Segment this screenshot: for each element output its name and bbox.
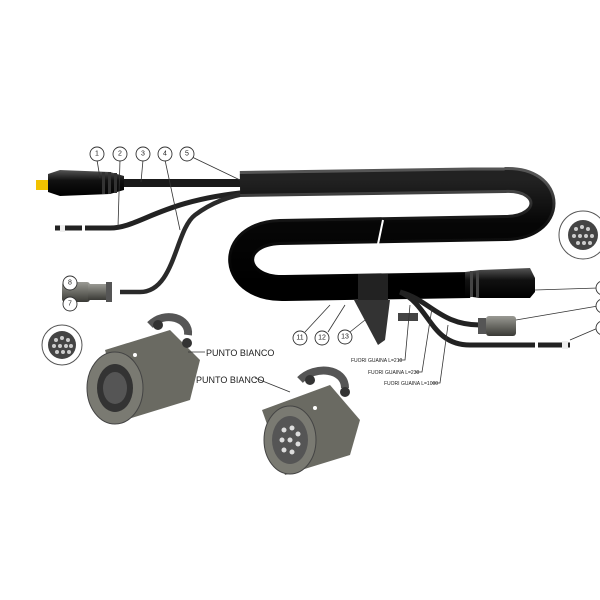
connector-3d-1 (86, 313, 200, 425)
mounting-bracket (354, 274, 418, 345)
label-white-dot-1: PUNTO BIANCO (206, 348, 274, 358)
label-sheath-1000: FUORI GUAINA L=1000 (384, 381, 438, 387)
svg-text:13: 13 (341, 334, 349, 341)
svg-text:11: 11 (296, 335, 303, 342)
svg-text:5: 5 (185, 151, 189, 158)
cable-4 (120, 190, 251, 295)
svg-text:1: 1 (95, 151, 99, 158)
callout-7: 7 (62, 296, 78, 312)
callout-right-1 (595, 281, 600, 295)
pin-face-view-right (558, 210, 600, 260)
cable-right-3 (398, 289, 570, 348)
connector-3d-2 (262, 366, 360, 475)
callout-4: 4 (157, 146, 173, 162)
callout-13: 13 (337, 329, 353, 345)
svg-text:8: 8 (68, 280, 72, 287)
callout-11: 11 (292, 330, 308, 346)
callout-2: 2 (112, 146, 128, 162)
label-sheath-210: FUORI GUAINA L=210 (351, 358, 402, 364)
cable-2 (55, 189, 251, 231)
svg-text:7: 7 (68, 301, 72, 308)
pin-face-view-left (41, 324, 83, 366)
callout-right-3 (595, 321, 600, 335)
callout-5: 5 (179, 146, 195, 162)
svg-text:3: 3 (141, 151, 145, 158)
socket-connector-right (465, 268, 535, 298)
cable-2-marker (60, 225, 65, 232)
circular-connector-right (478, 316, 516, 336)
callout-3: 3 (135, 146, 151, 162)
label-white-dot-2: PUNTO BIANCO (196, 375, 264, 385)
svg-text:4: 4 (163, 151, 167, 158)
callout-1: 1 (89, 146, 105, 162)
svg-text:2: 2 (118, 151, 122, 158)
callout-12: 12 (314, 330, 330, 346)
callout-right-2 (595, 299, 600, 313)
svg-text:12: 12 (318, 335, 326, 342)
callout-8: 8 (62, 275, 78, 291)
plug-connector-1 (36, 170, 124, 196)
label-sheath-230: FUORI GUAINA L=230 (368, 370, 419, 376)
